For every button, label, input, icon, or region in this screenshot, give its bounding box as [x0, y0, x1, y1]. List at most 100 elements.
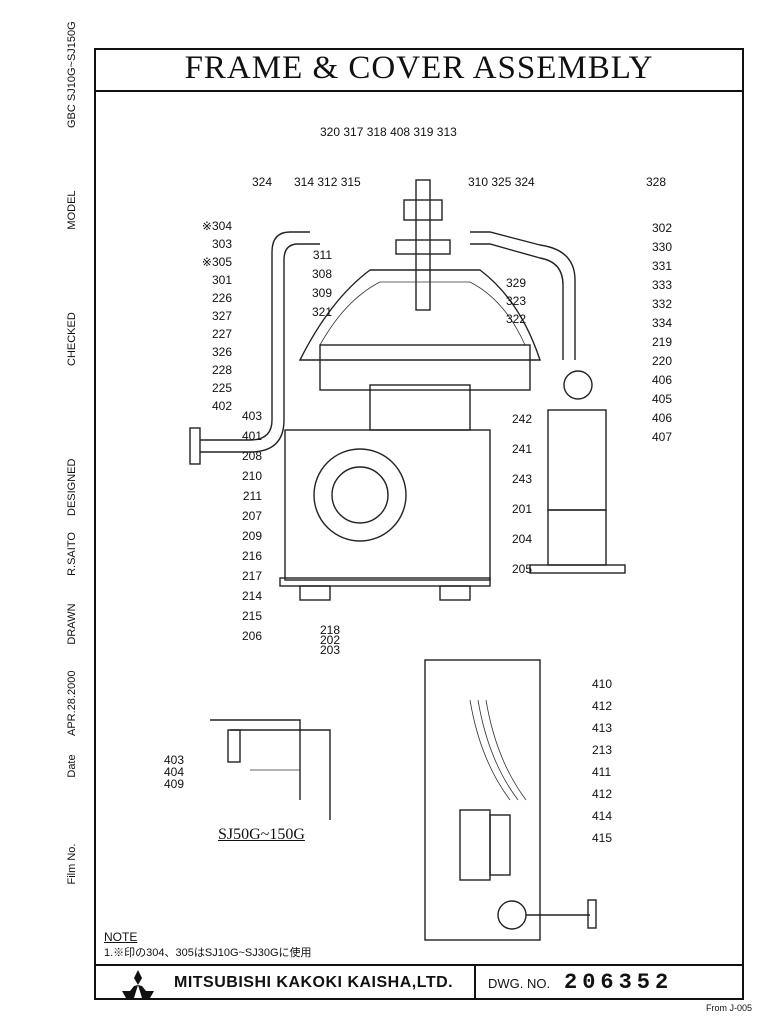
- callout-label: 405: [652, 392, 672, 406]
- callout-label: 226: [212, 291, 232, 305]
- callout-lower-left: 403 401 208 210 211 207 209 216 217 214 215 206: [242, 409, 262, 643]
- spindle-shaft: [415, 179, 431, 311]
- callout-label: 301: [212, 273, 232, 287]
- callout-labels: 320 317 318 408 319 313 314 312 315 310 …: [252, 125, 666, 189]
- callout-label: 412: [592, 699, 612, 713]
- callout-label: 311: [313, 248, 332, 262]
- callout-label: 207: [242, 509, 262, 523]
- callout-label: 243: [512, 472, 532, 486]
- callout-label: ※304: [202, 219, 232, 233]
- callout-label: 309: [312, 286, 332, 300]
- callout-top-row: 320 317 318 408 319 313: [320, 125, 457, 139]
- callout-label: 202: [320, 633, 340, 647]
- title-block: FRAME & COVER ASSEMBLY: [94, 48, 744, 92]
- right-pipe: [470, 231, 576, 360]
- callout-label: 333: [652, 278, 672, 292]
- callout-label: 401: [242, 429, 262, 443]
- callout-label: 209: [242, 529, 262, 543]
- callout-label: 332: [652, 297, 672, 311]
- callout-label: 242: [512, 412, 532, 426]
- callout-label: 206: [242, 629, 262, 643]
- callout-label: 407: [652, 430, 672, 444]
- inspection-window: [313, 448, 407, 542]
- callout-label: 326: [212, 345, 232, 359]
- callout-label: 214: [242, 589, 262, 603]
- callout-label: 302: [652, 221, 672, 235]
- callout-label: 227: [212, 327, 232, 341]
- callout-label: 225: [212, 381, 232, 395]
- callout-label: 415: [592, 831, 612, 845]
- note-title: NOTE: [104, 930, 138, 944]
- callout-label: 413: [592, 721, 612, 735]
- callout-label: 403: [242, 409, 262, 423]
- callout-label: 403: [164, 753, 184, 767]
- callout-second-left: 314 312 315: [294, 175, 361, 189]
- callout-label: ※305: [202, 255, 232, 269]
- page-title: FRAME & COVER ASSEMBLY: [184, 50, 654, 86]
- callout-label: 303: [212, 237, 232, 251]
- callout-label: 331: [652, 259, 672, 273]
- company-name: MITSUBISHI KAKOKI KAISHA,LTD.: [174, 974, 454, 991]
- detail-right-view: [424, 659, 541, 941]
- callout-label: 411: [592, 765, 611, 779]
- callout-label: 414: [592, 809, 612, 823]
- note-text: 1.※印の304、305はSJ10G~SJ30Gに使用: [104, 947, 312, 959]
- callout-label: 228: [212, 363, 232, 377]
- callout-label: 329: [506, 276, 526, 290]
- callout-label: 410: [592, 677, 612, 691]
- callout-label: 208: [242, 449, 262, 463]
- dwg-label: DWG. NO.: [488, 976, 551, 991]
- callout-label: 220: [652, 354, 672, 368]
- mitsubishi-logo-icon: [122, 970, 154, 998]
- callout-label: 205: [512, 562, 532, 576]
- callout-label: 203: [320, 643, 340, 657]
- callout-center-right: 329 323 322: [506, 276, 526, 326]
- callout-label: 327: [212, 309, 232, 323]
- callout-label: 321: [312, 305, 332, 319]
- left-flange: [189, 427, 201, 465]
- callout-label: 412: [592, 787, 612, 801]
- outlet-pipe: [547, 409, 607, 511]
- callout-label: 402: [212, 399, 232, 413]
- callout-second-right: 310 325 324: [468, 175, 535, 189]
- footer-divider: [474, 966, 476, 998]
- callout-label: 211: [243, 489, 262, 503]
- frame-upper: [319, 344, 531, 391]
- callout-label: 330: [652, 240, 672, 254]
- callout-label: 406: [652, 411, 672, 425]
- callout-label: 323: [506, 294, 526, 308]
- detail-left-view: [210, 719, 301, 800]
- callout-label: 308: [312, 267, 332, 281]
- callout-label: 215: [242, 609, 262, 623]
- callout-label: 216: [242, 549, 262, 563]
- callout-label: 218: [320, 623, 340, 637]
- callout-328: 328: [646, 175, 666, 189]
- outlet-elbow: [563, 370, 593, 400]
- callout-label: 213: [592, 743, 612, 757]
- detail-caption: SJ50G~150G: [218, 826, 305, 843]
- callout-label: 404: [164, 765, 184, 779]
- callout-label: 406: [652, 373, 672, 387]
- callout-center-left: 311 308 309 321: [312, 248, 332, 319]
- gear-cover: [369, 384, 471, 431]
- left-pipe: [271, 231, 310, 420]
- callout-left-column: ※304 303 ※305 301 226 327 227 326 228 225 402: [202, 219, 232, 413]
- dwg-number: 206352: [564, 970, 674, 995]
- callout-label: 204: [512, 532, 532, 546]
- callout-324-left: 324: [252, 175, 272, 189]
- callout-label: 217: [242, 569, 262, 583]
- callout-label: 409: [164, 777, 184, 791]
- drawing-frame: [94, 48, 744, 1000]
- bowl-cover: [298, 269, 541, 361]
- callout-label: 219: [652, 335, 672, 349]
- from-reference: From J-005: [705, 1003, 752, 1013]
- callout-label: 210: [242, 469, 262, 483]
- callout-label: 322: [506, 312, 526, 326]
- footer-title-block: MITSUBISHI KAKOKI KAISHA,LTD. DWG. NO. 2…: [94, 964, 744, 1000]
- callout-detail-right: 410 412 413 213 411 412 414 415: [592, 677, 612, 845]
